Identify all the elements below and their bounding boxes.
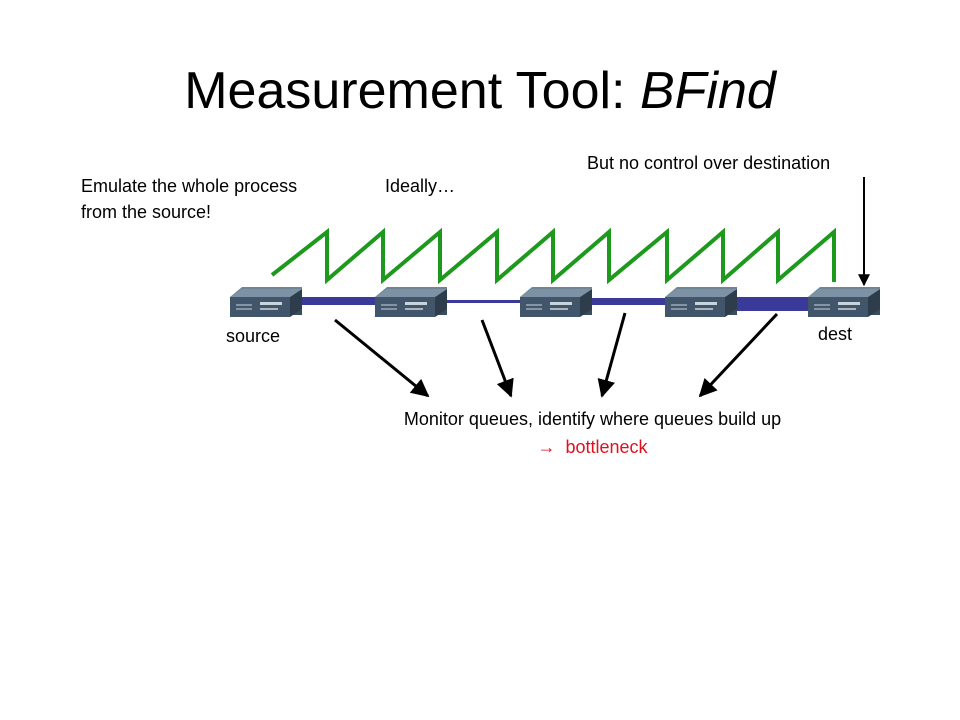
arrow-icon (334, 318, 430, 398)
no-control-text: But no control over destination (587, 153, 831, 173)
emulate-line-1: Emulate the whole process (81, 176, 298, 196)
bottleneck-text: bottleneck (565, 437, 648, 457)
link-1 (300, 297, 380, 305)
link-2 (445, 300, 525, 303)
emulate-line-2: from the source! (81, 202, 212, 222)
bottleneck-line: → bottleneck (300, 434, 885, 460)
right-arrow-icon: → (537, 437, 556, 457)
title-prefix: Measurement Tool: (184, 62, 640, 120)
monitor-text: Monitor queues, identify where queues bu… (403, 409, 782, 429)
link-4 (735, 297, 815, 311)
link-3 (590, 298, 670, 305)
dest-label: dest (818, 324, 853, 344)
arrow-icon (597, 312, 627, 398)
router-icon (374, 286, 448, 322)
arrow-icon (480, 319, 514, 398)
network-links (300, 297, 815, 311)
monitor-arrows (334, 312, 779, 398)
arrow-icon (698, 312, 779, 398)
router-icon (807, 286, 881, 322)
slide-title: Measurement Tool: BFind (0, 55, 960, 127)
emulate-text: Emulate the whole process from the sourc… (81, 173, 297, 225)
title-emphasis: BFind (639, 62, 776, 120)
router-icon (519, 286, 593, 322)
sawtooth-probes (270, 227, 836, 285)
ideally-text: Ideally… (385, 176, 456, 196)
source-label: source (226, 326, 281, 346)
router-icon (664, 286, 738, 322)
router-icon (229, 286, 303, 322)
